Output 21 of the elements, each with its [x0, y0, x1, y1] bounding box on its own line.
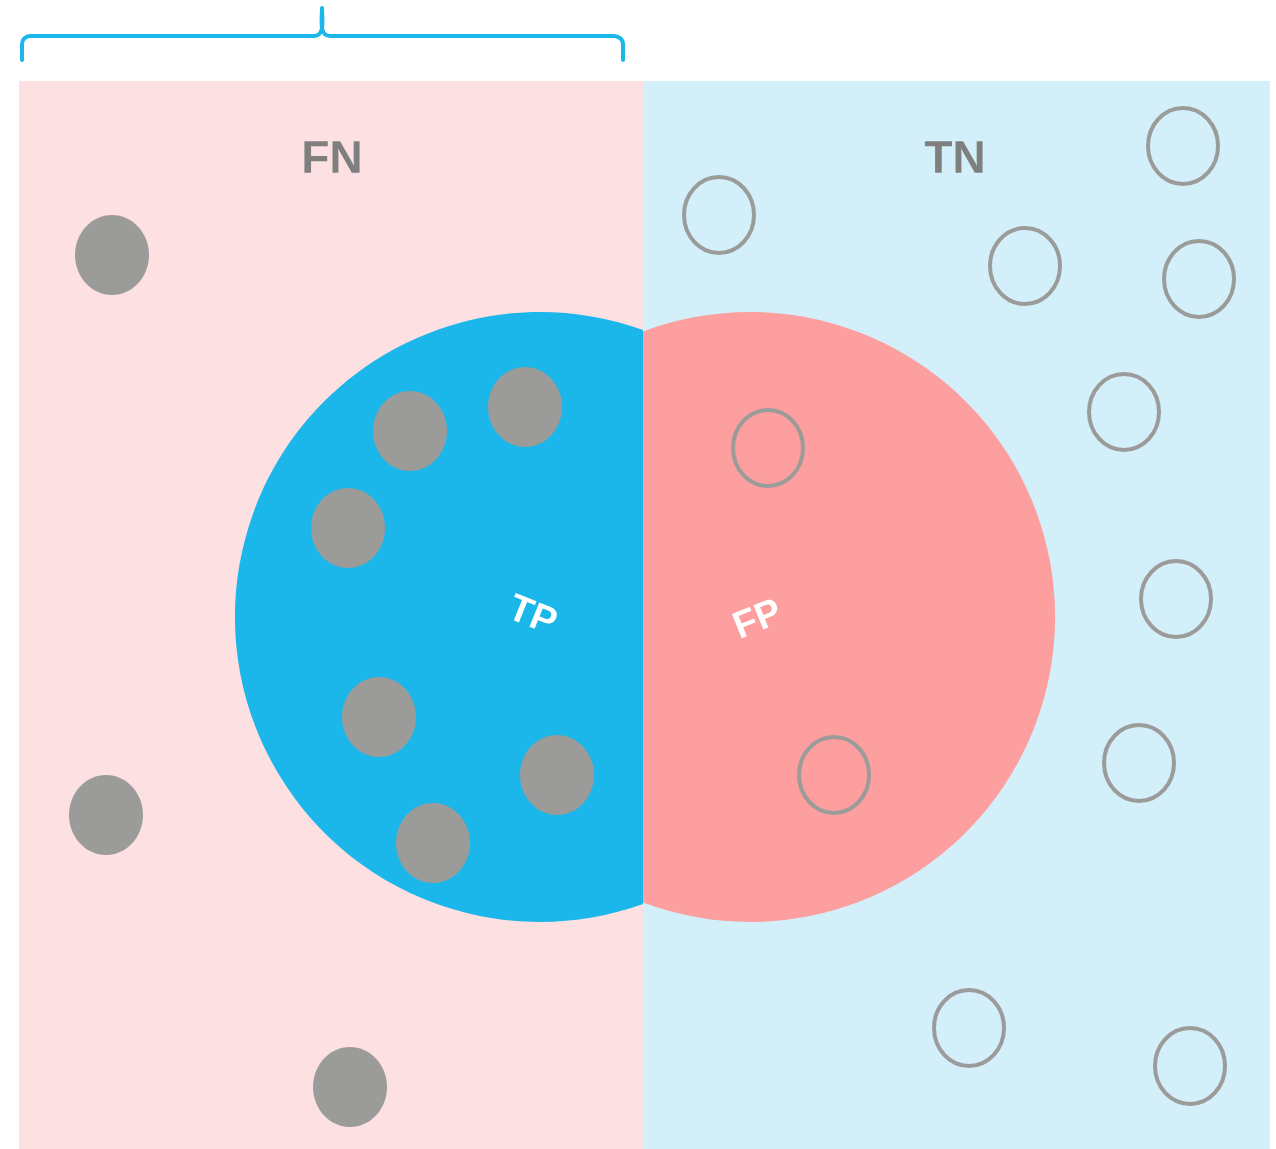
filled-dot [488, 367, 562, 447]
filled-dot [75, 215, 149, 295]
filled-dot [373, 391, 447, 471]
prediction-region: FP [643, 312, 1055, 922]
hollow-circle [1146, 106, 1220, 186]
hollow-circle [682, 175, 756, 255]
filled-dot [311, 488, 385, 568]
hollow-circle [932, 988, 1006, 1068]
filled-dot [69, 775, 143, 855]
filled-dot [342, 677, 416, 757]
filled-dot [313, 1047, 387, 1127]
filled-dot [396, 803, 470, 883]
hollow-circle [731, 408, 805, 488]
hollow-circle [1102, 723, 1176, 803]
hollow-circle [797, 735, 871, 815]
hollow-circle [1139, 559, 1213, 639]
hollow-circle [1162, 239, 1236, 319]
hollow-circle [1153, 1026, 1227, 1106]
hollow-circle [988, 226, 1062, 306]
filled-dot [520, 735, 594, 815]
hollow-circle [1087, 372, 1161, 452]
